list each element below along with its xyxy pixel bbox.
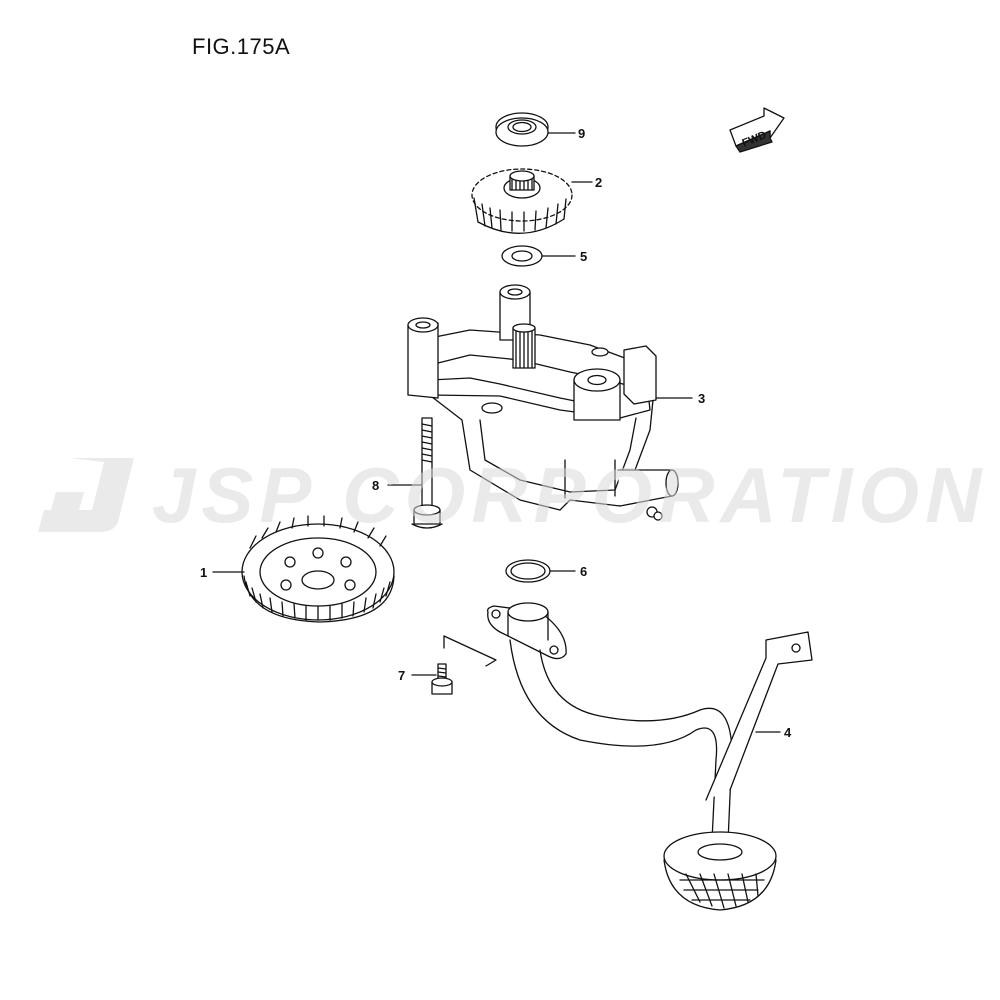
part-6-oring <box>505 559 576 583</box>
fwd-arrow-icon: FWD <box>729 107 785 153</box>
callout-9: 9 <box>578 126 585 141</box>
callout-7: 7 <box>398 668 405 683</box>
part-8-bolt <box>387 417 443 529</box>
callout-4: 4 <box>784 725 792 740</box>
callout-1: 1 <box>200 565 207 580</box>
callout-6: 6 <box>580 564 587 579</box>
callout-5: 5 <box>580 249 587 264</box>
callout-2: 2 <box>595 175 602 190</box>
part-4-strainer <box>486 602 813 911</box>
part-1-gear <box>212 515 395 623</box>
part-5-washer <box>501 245 576 267</box>
callout-8: 8 <box>372 478 379 493</box>
figure-title: FIG.175A <box>192 34 291 59</box>
part-7-bolt <box>411 635 497 695</box>
part-2-gear <box>471 168 593 234</box>
part-3-oil-pump <box>407 284 693 521</box>
callout-3: 3 <box>698 391 705 406</box>
part-9-bearing <box>495 112 576 147</box>
